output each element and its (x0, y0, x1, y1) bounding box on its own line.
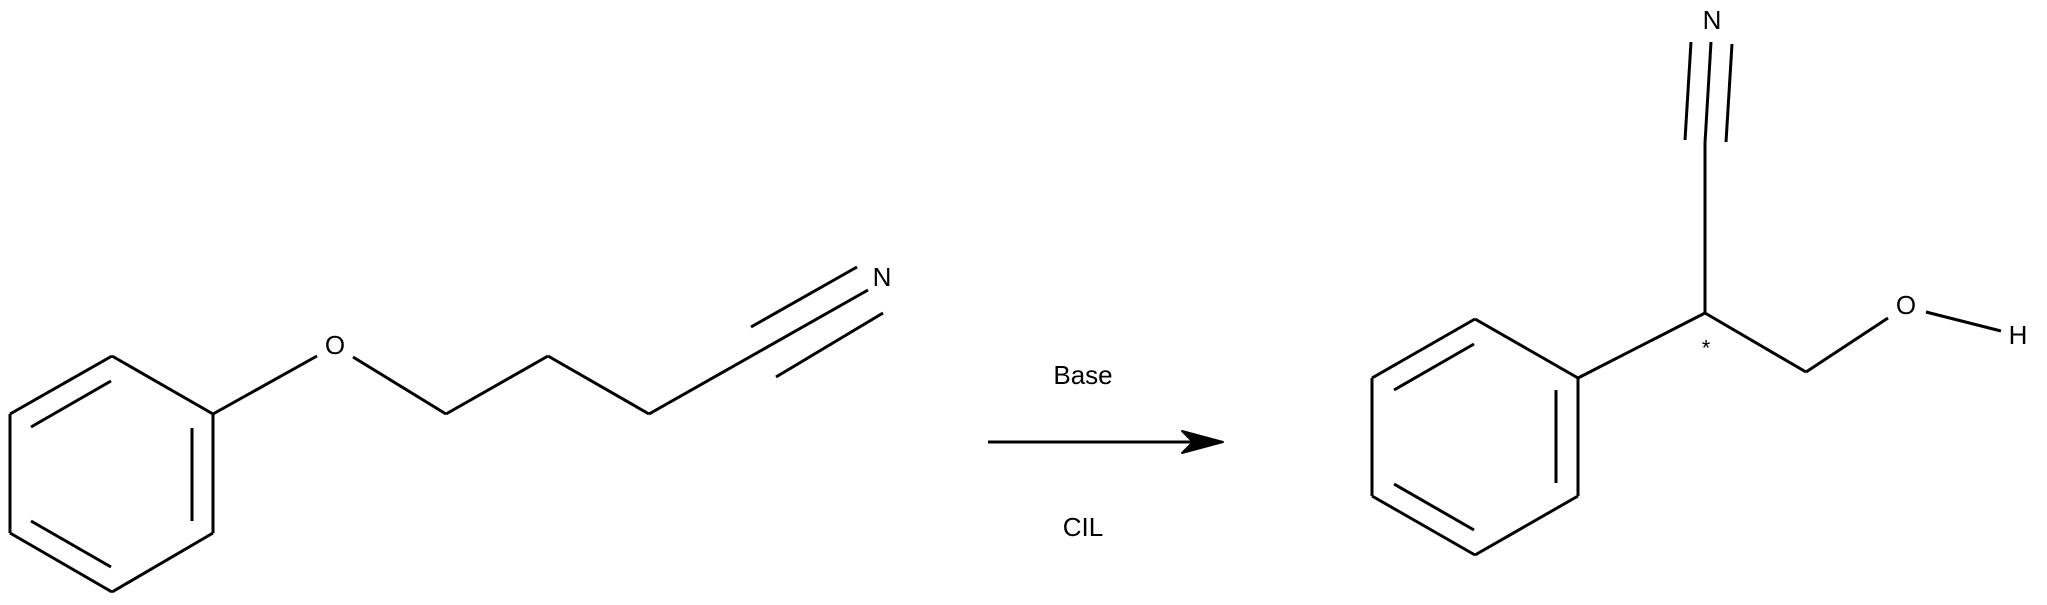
reactant-benzene-ring (8, 354, 215, 594)
product-nitrogen-atom: N (1703, 5, 1722, 35)
reaction-arrow (988, 430, 1224, 454)
reagent-label: Base (1053, 360, 1112, 390)
product-oxygen-atom: O (1896, 290, 1916, 320)
reactant-oxygen-atom: O (325, 330, 345, 360)
product-benzene-ring (1370, 317, 1580, 557)
reactant-nitrogen-atom: N (873, 262, 892, 292)
product-hydrogen-atom: H (2009, 320, 2028, 350)
arrow-head-icon (1181, 430, 1224, 454)
product-chain (1577, 41, 2002, 380)
product-molecule: * N O H (1370, 5, 2028, 557)
catalyst-label: CIL (1063, 512, 1103, 542)
stereocenter-mark: * (1702, 336, 1711, 361)
reactant-chain (212, 265, 884, 416)
reactant-molecule: O N (8, 262, 892, 594)
